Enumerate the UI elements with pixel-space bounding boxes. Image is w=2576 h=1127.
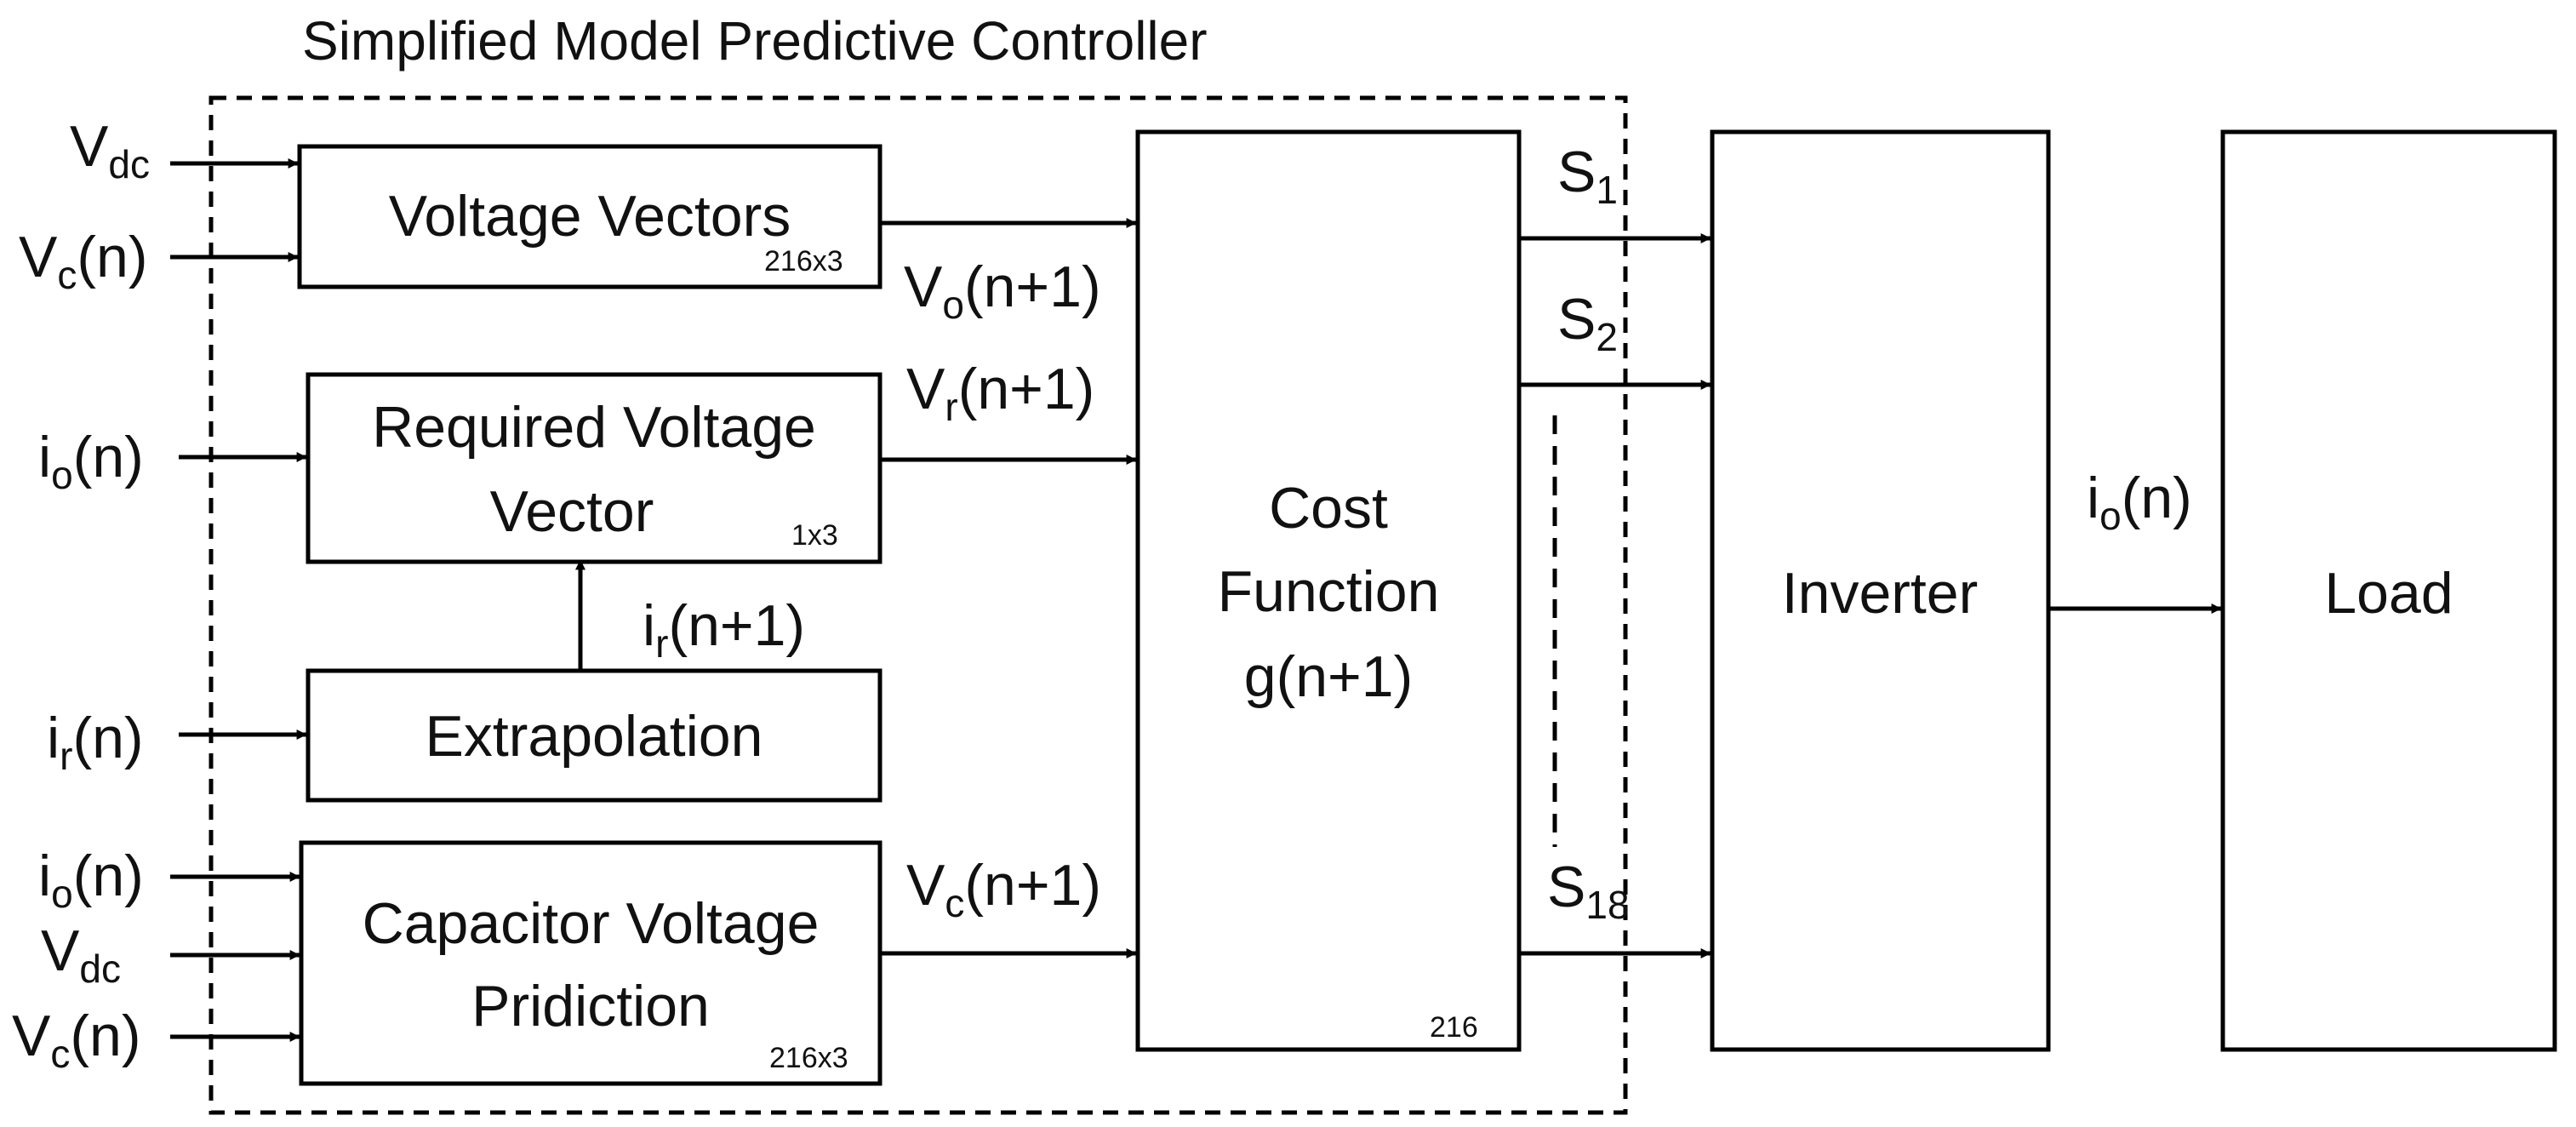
- voltage-vectors-block: Voltage Vectors 216x3: [297, 144, 882, 289]
- controller-boundary: [208, 95, 1628, 1115]
- required-voltage-size: 1x3: [791, 519, 838, 552]
- cost-function-block: Cost Function g(n+1) 216: [1135, 129, 1522, 1052]
- signal-s1: S1: [1557, 140, 1618, 212]
- signal-vr-next: Vr(n+1): [906, 357, 1094, 429]
- load-label: Load: [2324, 561, 2453, 626]
- required-voltage-label-line2: Vector: [490, 479, 654, 544]
- extrapolation-block: Extrapolation: [306, 668, 882, 803]
- signal-ir-extrapolation: ir(n): [47, 706, 144, 778]
- signal-s2: S2: [1557, 287, 1618, 359]
- capacitor-voltage-prediction-block: Capacitor Voltage Pridiction 216x3: [299, 840, 882, 1086]
- cost-function-label-line2: Function: [1218, 559, 1440, 624]
- capacitor-prediction-label-line2: Pridiction: [471, 974, 710, 1038]
- voltage-vectors-label: Voltage Vectors: [389, 184, 791, 249]
- inverter-label: Inverter: [1782, 561, 1979, 626]
- capacitor-prediction-label-line1: Capacitor Voltage: [363, 891, 820, 956]
- signal-vc-bottom: Vc(n): [12, 1004, 140, 1076]
- cost-function-size: 216: [1430, 1011, 1478, 1044]
- extrapolation-label: Extrapolation: [426, 704, 763, 769]
- diagram-title: Simplified Model Predictive Controller: [302, 10, 1208, 72]
- signal-vdc-bottom: Vdc: [41, 918, 121, 991]
- voltage-vectors-size: 216x3: [764, 245, 843, 277]
- signal-vo-next: Vo(n+1): [904, 255, 1101, 327]
- signal-io-output: io(n): [2087, 466, 2192, 538]
- signal-vdc-top: Vdc: [70, 114, 150, 186]
- required-voltage-label-line1: Required Voltage: [372, 395, 816, 460]
- signal-io-required: io(n): [38, 425, 144, 497]
- signal-ir-next: ir(n+1): [643, 593, 805, 666]
- inverter-block: Inverter: [1710, 129, 2051, 1052]
- signal-vc-top: Vc(n): [19, 225, 147, 297]
- signal-vc-next: Vc(n+1): [906, 853, 1101, 925]
- cost-function-label-line3: g(n+1): [1244, 644, 1413, 709]
- required-voltage-vector-block: Required Voltage Vector 1x3: [306, 372, 882, 564]
- signal-s18: S18: [1547, 855, 1630, 927]
- cost-function-label-line1: Cost: [1269, 476, 1388, 541]
- signal-io-capacitor: io(n): [38, 844, 144, 916]
- capacitor-prediction-size: 216x3: [769, 1042, 848, 1074]
- load-block: Load: [2220, 129, 2557, 1052]
